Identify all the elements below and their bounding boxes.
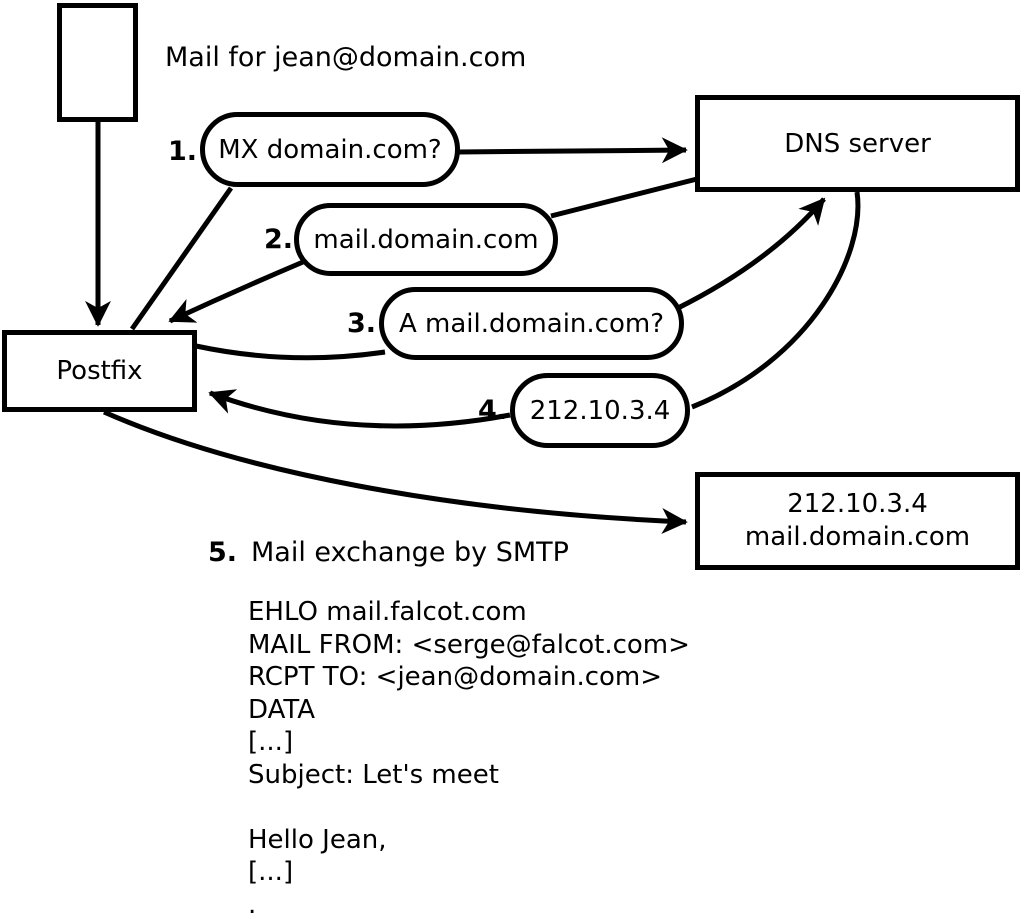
line-dns-to-step4 <box>691 191 861 410</box>
step5-number: 5. <box>208 537 238 568</box>
transcript-line <box>248 791 690 824</box>
mail-server-hostname: mail.domain.com <box>744 522 971 552</box>
step4-pill: 212.10.3.4 <box>510 373 690 448</box>
transcript-line: MAIL FROM: <serge@falcot.com> <box>248 629 690 660</box>
diagram-title: Mail for jean@domain.com <box>165 42 527 73</box>
arrow-postfix-to-mailserver <box>102 409 688 534</box>
step4-label: 212.10.3.4 <box>529 395 671 426</box>
step2-pill: mail.domain.com <box>294 203 558 276</box>
transcript-line: [...] <box>248 857 294 887</box>
step4-number: 4. <box>477 395 507 426</box>
mail-message-icon <box>57 3 138 122</box>
step3-number: 3. <box>346 308 376 339</box>
step2-label: mail.domain.com <box>313 224 539 255</box>
line-postfix-to-step3 <box>195 343 386 361</box>
transcript-line: Hello Jean, <box>248 824 387 855</box>
step5-label: Mail exchange by SMTP <box>251 537 569 568</box>
smtp-transcript: EHLO mail.falcot.com MAIL FROM: <serge@f… <box>248 596 690 919</box>
arrow-step4-to-postfix <box>208 389 511 429</box>
step2-number: 2. <box>263 224 293 255</box>
step1-number: 1. <box>167 136 197 167</box>
mail-server-ip: 212.10.3.4 <box>787 489 928 519</box>
arrow-step1-to-dns <box>457 137 688 164</box>
line-postfix-to-step1 <box>129 186 234 331</box>
transcript-line: [...] <box>248 727 294 757</box>
transcript-line: EHLO mail.falcot.com <box>248 597 527 627</box>
step1-pill: MX domain.com? <box>200 112 460 187</box>
mail-server-node: 212.10.3.4 mail.domain.com <box>695 472 1020 570</box>
arrow-step3-to-dns <box>676 197 826 311</box>
transcript-line: RCPT TO: <jean@domain.com> <box>248 662 663 692</box>
postfix-node: Postfix <box>2 330 197 412</box>
postfix-label: Postfix <box>56 356 143 386</box>
dns-server-label: DNS server <box>784 128 931 159</box>
dns-server-node: DNS server <box>695 95 1020 192</box>
transcript-line: Subject: Let's meet <box>248 759 499 790</box>
transcript-line: DATA <box>248 694 315 725</box>
line-dns-to-step2 <box>550 176 698 219</box>
transcript-line: . <box>248 889 257 919</box>
arrow-step2-to-postfix <box>168 259 304 324</box>
step1-label: MX domain.com? <box>218 134 442 165</box>
step3-label: A mail.domain.com? <box>399 308 664 339</box>
step3-pill: A mail.domain.com? <box>379 287 684 360</box>
